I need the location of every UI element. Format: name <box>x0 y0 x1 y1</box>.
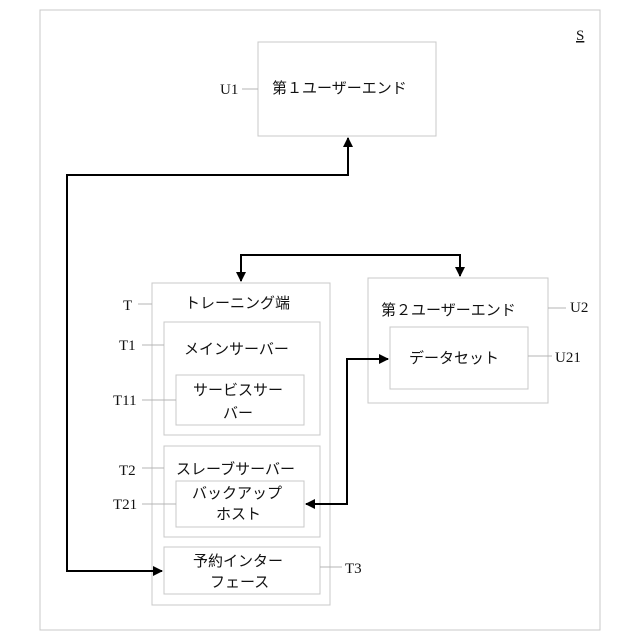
second-user-end-label: 第２ユーザーエンド <box>381 301 516 319</box>
training-end-label: トレーニング端 <box>185 294 290 312</box>
first-user-end-label: 第１ユーザーエンド <box>272 79 407 97</box>
t11-ref: T11 <box>113 393 137 409</box>
system-ref: S <box>576 28 584 44</box>
t21-ref: T21 <box>113 497 137 513</box>
t1-ref: T1 <box>119 338 136 354</box>
reservation-interface-label-line1: 予約インター <box>193 552 283 570</box>
slave-server-label: スレーブサーバー <box>176 460 295 478</box>
main-server-label: メインサーバー <box>184 340 289 358</box>
t-ref: T <box>123 298 132 314</box>
u2-ref: U2 <box>570 300 588 316</box>
service-server-label-line1: サービスサー <box>193 381 283 399</box>
t3-ref: T3 <box>345 561 362 577</box>
t2-ref: T2 <box>119 463 136 479</box>
backup-host-label-line1: バックアップ <box>192 484 282 502</box>
service-server-label-line2: バー <box>223 404 253 422</box>
dataset-label: データセット <box>409 349 499 367</box>
u21-ref: U21 <box>555 350 581 366</box>
backup-host-label-line2: ホスト <box>216 505 261 523</box>
u1-ref: U1 <box>220 82 238 98</box>
reservation-interface-label-line2: フェース <box>210 573 269 591</box>
